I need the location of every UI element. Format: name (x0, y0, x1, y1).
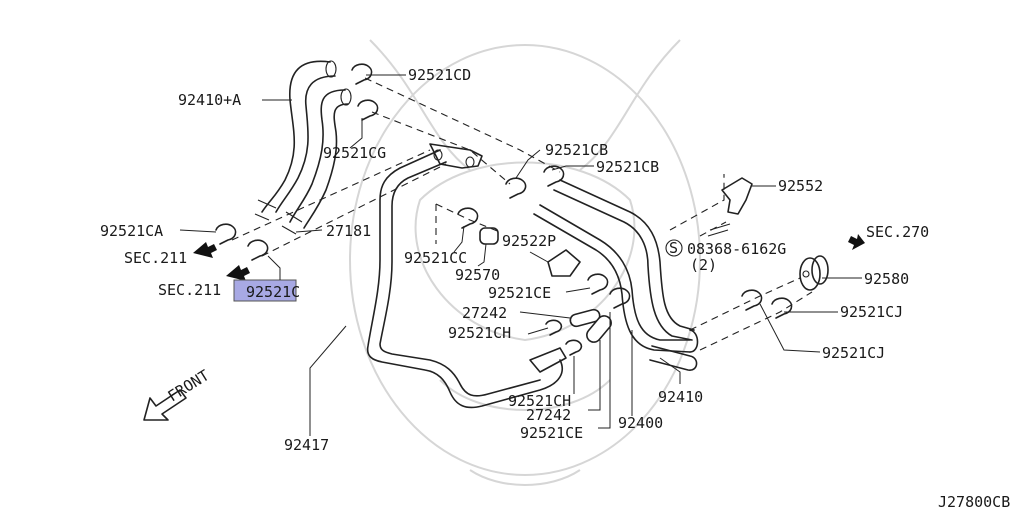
label-27242-b[interactable]: 27242 (526, 406, 571, 424)
label-92521cd[interactable]: 92521CD (408, 66, 471, 84)
sec211b-arrow-icon (226, 265, 250, 281)
sec211a-arrow-icon (193, 242, 217, 258)
label-92522p[interactable]: 92522P (502, 232, 556, 250)
label-08368-6162g[interactable]: 08368-6162G (687, 240, 786, 258)
leader-lines (179, 74, 862, 436)
label-sec211-b[interactable]: SEC.211 (158, 281, 221, 299)
bracket-92552 (707, 177, 753, 237)
front-arrow-icon (143, 389, 187, 421)
bolt-s-circle-icon (665, 239, 683, 257)
label-bolt-s: S (669, 239, 678, 257)
label-27242-a[interactable]: 27242 (462, 304, 507, 322)
label-27181[interactable]: 27181 (326, 222, 371, 240)
label-92410[interactable]: 92410 (658, 388, 703, 406)
highlight-box (233, 279, 297, 302)
pipe-27242 (479, 227, 612, 343)
label-sec211-a[interactable]: SEC.211 (124, 249, 187, 267)
label-bolt-qty: (2) (690, 256, 717, 274)
label-92552[interactable]: 92552 (778, 177, 823, 195)
label-92521c[interactable]: 92521C (246, 283, 300, 301)
dashed-assembly-lines (231, 77, 813, 351)
label-92521cj-1[interactable]: 92521CJ (840, 303, 903, 321)
label-92521ca[interactable]: 92521CA (100, 222, 163, 240)
label-92521ce-2[interactable]: 92521CE (520, 424, 583, 442)
tube-92400-92410 (533, 179, 699, 371)
grommet-92580 (799, 255, 829, 291)
label-92521cb-1[interactable]: 92521CB (545, 141, 608, 159)
tube-92417 (366, 143, 567, 409)
label-sec270[interactable]: SEC.270 (866, 223, 929, 241)
label-92521ch-1[interactable]: 92521CH (448, 324, 511, 342)
label-front: FRONT (165, 366, 213, 405)
label-92521cc[interactable]: 92521CC (404, 249, 467, 267)
direction-arrows (143, 234, 865, 421)
label-92521ce-1[interactable]: 92521CE (488, 284, 551, 302)
watermark-emblem (349, 39, 701, 486)
hose-92410-a (254, 60, 352, 235)
label-92400[interactable]: 92400 (618, 414, 663, 432)
label-92521cj-2[interactable]: 92521CJ (822, 344, 885, 362)
label-92521cb-2[interactable]: 92521CB (596, 158, 659, 176)
sec270-arrow-icon (848, 234, 865, 250)
clamps (215, 63, 793, 356)
label-92570[interactable]: 92570 (455, 266, 500, 284)
part-labels: 92521CD 92410+A 92521CG 92521CB 92521CB … (100, 66, 1010, 511)
diagram-code: J27800CB (938, 493, 1010, 511)
label-92410-a[interactable]: 92410+A (178, 91, 241, 109)
label-92580[interactable]: 92580 (864, 270, 909, 288)
label-92417[interactable]: 92417 (284, 436, 329, 454)
label-92521ch-2[interactable]: 92521CH (508, 392, 571, 410)
label-92521cg[interactable]: 92521CG (323, 144, 386, 162)
